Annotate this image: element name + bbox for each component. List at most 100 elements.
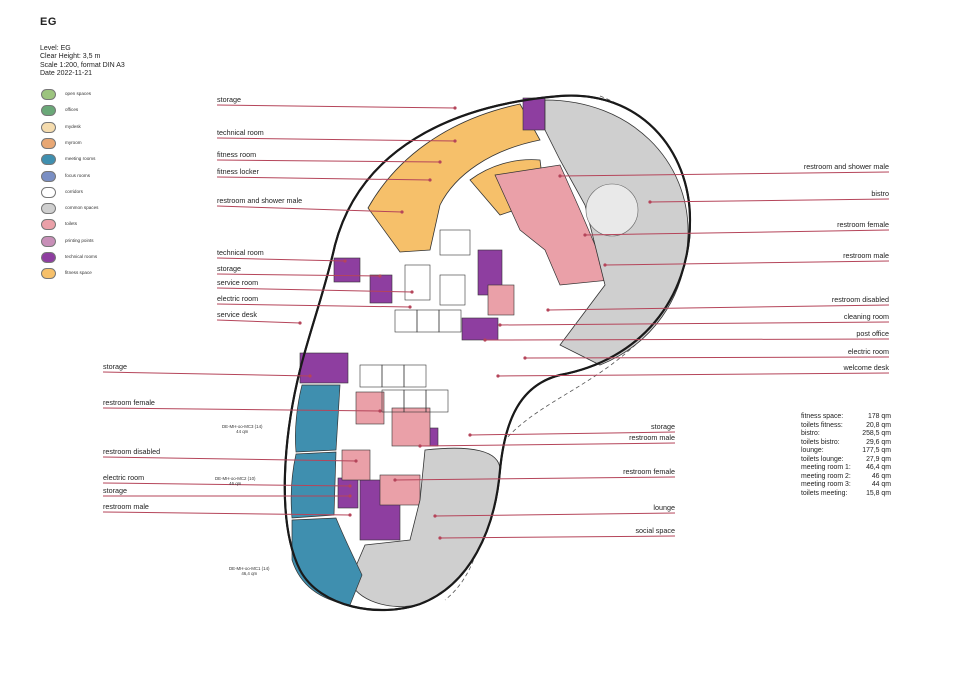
leader-line	[102, 371, 311, 377]
leader-dot	[343, 259, 347, 263]
legend-label: common spaces	[65, 205, 99, 211]
room-label: storage	[103, 362, 127, 371]
area-value: 46 qm	[871, 472, 891, 480]
leader-dot	[583, 233, 587, 237]
leader-dot	[378, 409, 382, 413]
area-row: meeting room 2:46 qm	[801, 473, 891, 482]
area-name: lounge:	[801, 447, 824, 454]
area-name: meeting room 3:	[801, 481, 851, 488]
area-value: 177,5 qm	[862, 447, 891, 454]
room-label: storage	[217, 264, 241, 273]
leader-line	[419, 442, 676, 447]
area-row: meeting room 3:44 qm	[801, 481, 891, 490]
meta-date: Date 2022-11-21	[40, 70, 93, 78]
fitness-space	[367, 103, 541, 253]
area-name: bistro:	[801, 430, 820, 437]
area-row: toilets fitness: 20,8 qm	[801, 422, 891, 431]
leader-line	[499, 321, 890, 326]
leader-dot	[348, 494, 352, 498]
leader-line	[497, 372, 890, 377]
area-value: 29,6 qm	[866, 438, 891, 446]
leader-line	[216, 205, 403, 213]
leader-dot	[418, 444, 422, 448]
leader-line	[216, 176, 431, 181]
room-label: lounge	[653, 503, 675, 512]
leader-line	[439, 535, 676, 539]
leader-dot	[468, 433, 472, 437]
leader-line	[216, 319, 301, 324]
leader-line	[216, 159, 441, 163]
legend-label: offices	[65, 107, 79, 113]
leader-line	[524, 356, 890, 359]
area-value: 46,4 qm	[866, 464, 891, 471]
toilets-bistro	[494, 164, 611, 286]
area-name: toilets lounge:	[801, 455, 844, 463]
area-name: toilets bistro:	[801, 438, 840, 446]
leader-dot	[438, 160, 442, 164]
core-rooms	[359, 229, 471, 413]
area-name: meeting room 1:	[801, 464, 851, 471]
room-tag-mc3: DE-MH-oo-MC3 (14)44 qm	[222, 424, 263, 434]
bistro-counter	[585, 183, 639, 237]
legend-item: open spaces	[41, 89, 161, 101]
leader-line	[604, 260, 890, 266]
legend-swatch	[41, 105, 56, 117]
leader-dot	[453, 106, 457, 110]
room-label: storage	[651, 422, 675, 431]
legend-label: myroom	[65, 139, 82, 145]
toilets-meeting	[355, 391, 385, 425]
leader-line	[216, 104, 456, 109]
room-label: post office	[856, 329, 889, 338]
area-name: fitness space:	[801, 413, 844, 420]
legend-item: common spaces	[41, 203, 161, 215]
leader-line	[434, 512, 676, 517]
legend-swatch	[41, 252, 56, 263]
room-label: cleaning room	[843, 312, 889, 321]
room-label: storage	[217, 95, 241, 104]
leader-dot	[410, 290, 414, 294]
leader-lines-left	[102, 104, 457, 517]
legend-item: fitness space	[41, 268, 161, 280]
area-value: 258,5 qm	[862, 430, 891, 437]
legend-label: mydesk	[65, 123, 81, 129]
legend-swatch	[41, 137, 56, 149]
legend-item: focus rooms	[41, 170, 161, 183]
leader-dot	[496, 374, 500, 378]
leader-line	[102, 407, 381, 412]
meta-scale: Scale 1:200, format DIN A3	[40, 61, 125, 69]
legend-label: meeting rooms	[65, 156, 96, 162]
area-name: toilets fitness:	[801, 421, 843, 429]
area-row: toilets lounge:27,9 qm	[801, 456, 891, 465]
room-label: restroom male	[629, 433, 675, 442]
leader-dot	[546, 308, 550, 312]
area-value: 20,8 qm	[866, 421, 891, 429]
leader-dot	[438, 536, 442, 540]
area-row: meeting room 1: 46,4 qm	[801, 464, 891, 473]
leader-line	[216, 273, 381, 277]
leader-line	[394, 476, 676, 481]
area-row: toilets bistro: 29,6 qm	[801, 439, 891, 448]
toilets-south	[341, 449, 371, 481]
leader-dot	[298, 321, 302, 325]
leader-dot	[354, 459, 358, 463]
legend-item: technical rooms	[41, 252, 161, 264]
legend-swatch	[41, 268, 56, 280]
leader-line	[102, 482, 351, 487]
leader-dot	[523, 356, 527, 360]
room-label: welcome desk	[843, 363, 889, 372]
room-label: electric room	[103, 473, 145, 482]
meta-clear-height: Clear Height: 3,5 m	[40, 53, 101, 61]
leader-dot	[378, 274, 382, 278]
area-name: toilets meeting:	[801, 489, 848, 497]
leader-line	[559, 171, 890, 177]
technical-room-center	[461, 317, 499, 341]
leader-line	[216, 303, 411, 308]
room-label: fitness room	[217, 150, 257, 159]
leader-line	[469, 431, 676, 436]
leader-dot	[433, 514, 437, 518]
room-label: restroom disabled	[831, 295, 889, 304]
room-label: storage	[103, 486, 127, 495]
area-row: fitness space:178 qm	[801, 413, 891, 422]
